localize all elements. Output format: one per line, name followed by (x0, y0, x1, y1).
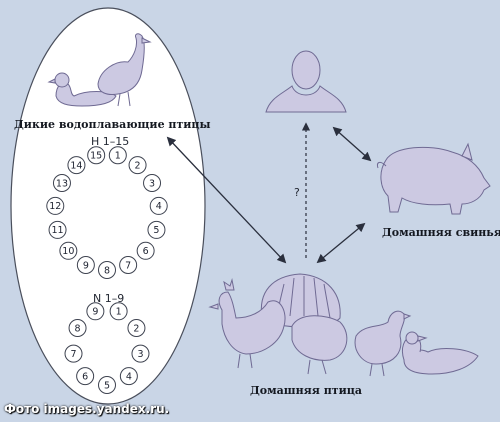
n-subtype-label-8: 8 (75, 323, 81, 334)
n-subtype-label-7: 7 (70, 349, 76, 360)
h-subtype-label-15: 15 (90, 151, 102, 162)
n-subtype-ring: 12 34 5 67 89 (64, 302, 150, 394)
n-group-label: N 1–9 (93, 292, 125, 305)
h-subtype-label-12: 12 (49, 201, 61, 212)
h-subtype-label-8: 8 (104, 265, 110, 276)
n-subtype-circle-3 (131, 344, 150, 363)
arrow-wild-birds-to-poultry (166, 136, 287, 264)
h-subtype-label-2: 2 (135, 160, 141, 171)
h-subtype-label-7: 7 (125, 260, 131, 271)
n-subtype-label-9: 9 (92, 307, 98, 318)
n-subtype-circle-9 (86, 302, 105, 321)
n-subtype-circle-2 (127, 319, 146, 337)
n-subtype-label-6: 6 (82, 371, 88, 382)
h-subtype-circle-10 (59, 241, 78, 260)
hen-icon (354, 310, 412, 377)
n-subtype-circle-8 (68, 319, 87, 337)
h-subtype-circle-11 (48, 220, 67, 239)
h-subtype-circle-15 (87, 146, 106, 165)
h-subtype-label-10: 10 (62, 246, 74, 257)
wild-goose-icon (97, 33, 152, 107)
h-subtype-label-14: 14 (70, 160, 82, 171)
n-subtype-label-1: 1 (116, 307, 122, 318)
h-subtype-circle-14 (67, 156, 86, 175)
h-subtype-circle-7 (119, 255, 138, 274)
domestic-duck-icon (401, 331, 479, 375)
h-subtype-label-5: 5 (153, 225, 159, 236)
h-subtype-circle-5 (147, 220, 166, 239)
h-subtype-circle-9 (76, 255, 95, 274)
h-subtype-label-11: 11 (51, 225, 63, 236)
n-subtype-label-5: 5 (104, 380, 110, 391)
photo-credit: Фото images.yandex.ru. (4, 402, 170, 416)
human-head-icon (265, 50, 347, 113)
h-group-label: H 1–15 (91, 135, 130, 148)
h-subtype-label-1: 1 (115, 151, 121, 162)
n-subtype-circle-6 (76, 367, 95, 386)
pig-icon (377, 142, 491, 215)
rooster-icon (208, 278, 286, 369)
n-subtype-label-3: 3 (137, 349, 143, 360)
n-subtype-circle-5 (98, 376, 116, 394)
arrow-poultry-to-pig (316, 222, 366, 264)
n-subtype-label-4: 4 (126, 371, 132, 382)
h-subtype-circle-6 (136, 241, 155, 260)
h-subtype-circle-2 (128, 156, 147, 175)
arrow-human-to-pig (332, 126, 372, 162)
n-subtype-label-2: 2 (133, 323, 139, 334)
h-subtype-circle-1 (108, 146, 127, 165)
n-subtype-circle-7 (64, 344, 83, 363)
n-subtype-circle-1 (109, 302, 128, 321)
wild-birds-label: Дикие водоплавающие птицы (14, 118, 211, 131)
h-subtype-label-3: 3 (149, 178, 155, 189)
h-subtype-label-4: 4 (156, 201, 162, 212)
h-subtype-circle-12 (46, 196, 65, 215)
h-subtype-circle-8 (98, 261, 116, 279)
h-subtype-circle-13 (52, 174, 71, 192)
h-subtype-label-9: 9 (83, 260, 89, 271)
domestic-pig-label: Домашняя свинья (382, 226, 500, 239)
wild-duck-icon (47, 72, 117, 107)
h-subtype-label-13: 13 (56, 178, 68, 189)
domestic-poultry-label: Домашняя птица (250, 384, 363, 397)
h-subtype-circle-3 (143, 174, 162, 192)
n-subtype-circle-4 (119, 367, 138, 386)
h-subtype-label-6: 6 (143, 246, 149, 257)
question-mark-label: ? (294, 186, 300, 199)
